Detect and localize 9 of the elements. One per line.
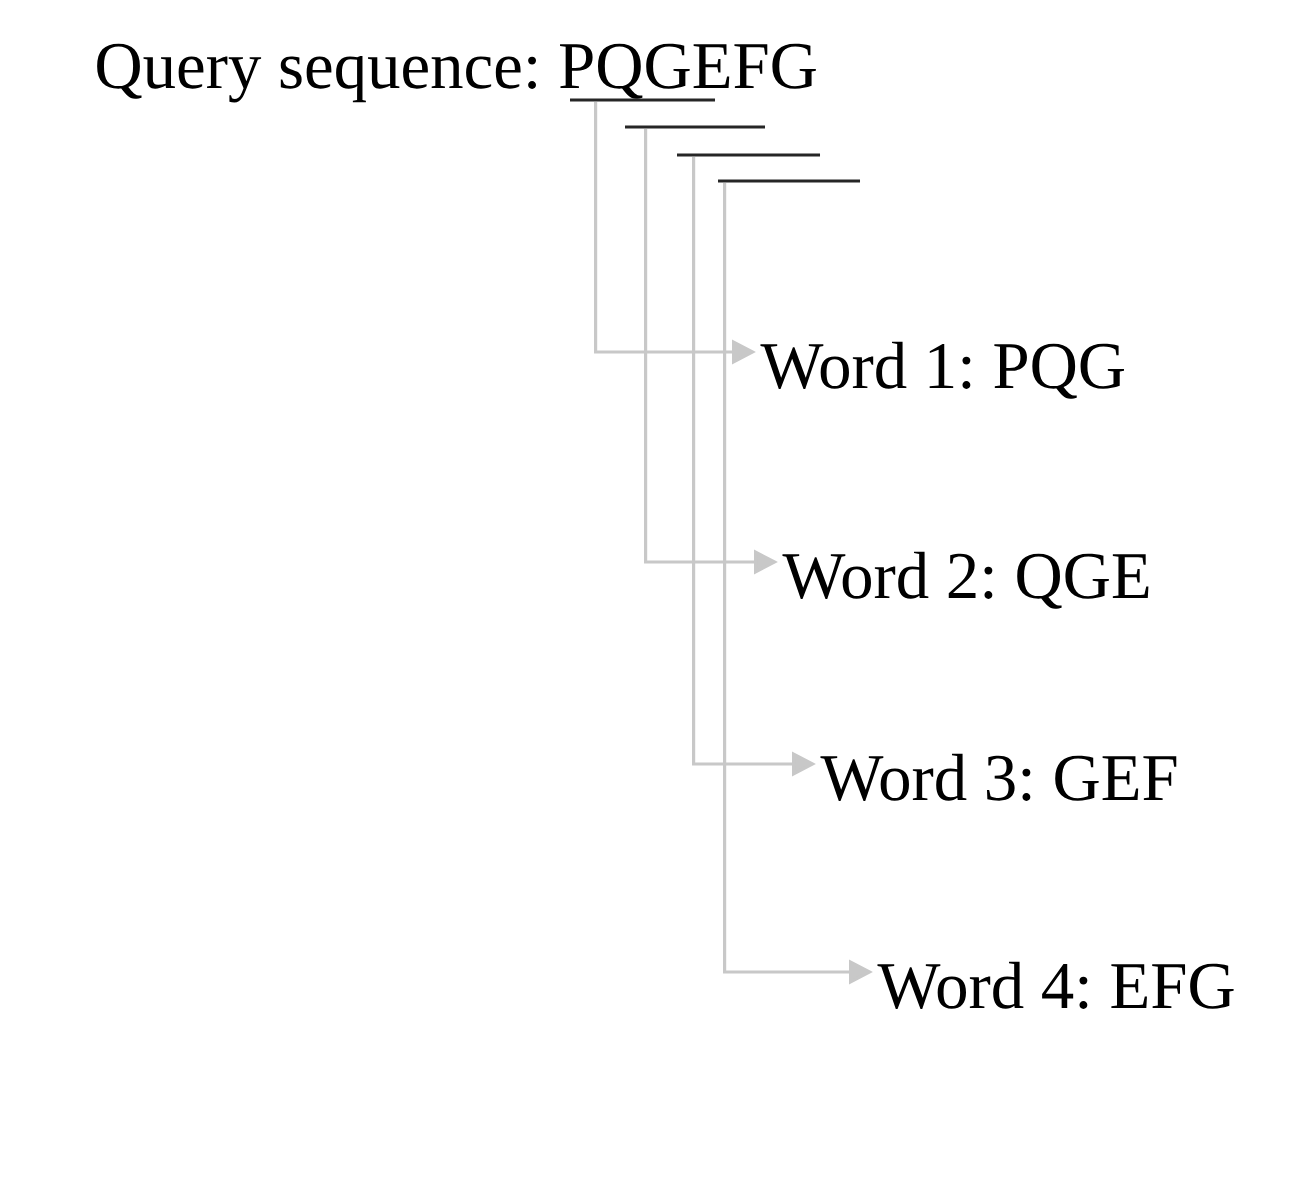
word-label: Word 2: QGE	[782, 551, 1149, 609]
query-sequence-text: Query sequence: PQGEFG	[97, 43, 816, 103]
word-label: Word 1: PQG	[760, 341, 1124, 399]
underline-bar	[625, 125, 765, 129]
word-label: Word 4: EFG	[877, 961, 1234, 1009]
underline-bar	[718, 179, 860, 183]
word-label: Word 3: GEF	[820, 753, 1177, 801]
underline-bar	[570, 98, 715, 102]
underline-bar	[677, 153, 820, 157]
